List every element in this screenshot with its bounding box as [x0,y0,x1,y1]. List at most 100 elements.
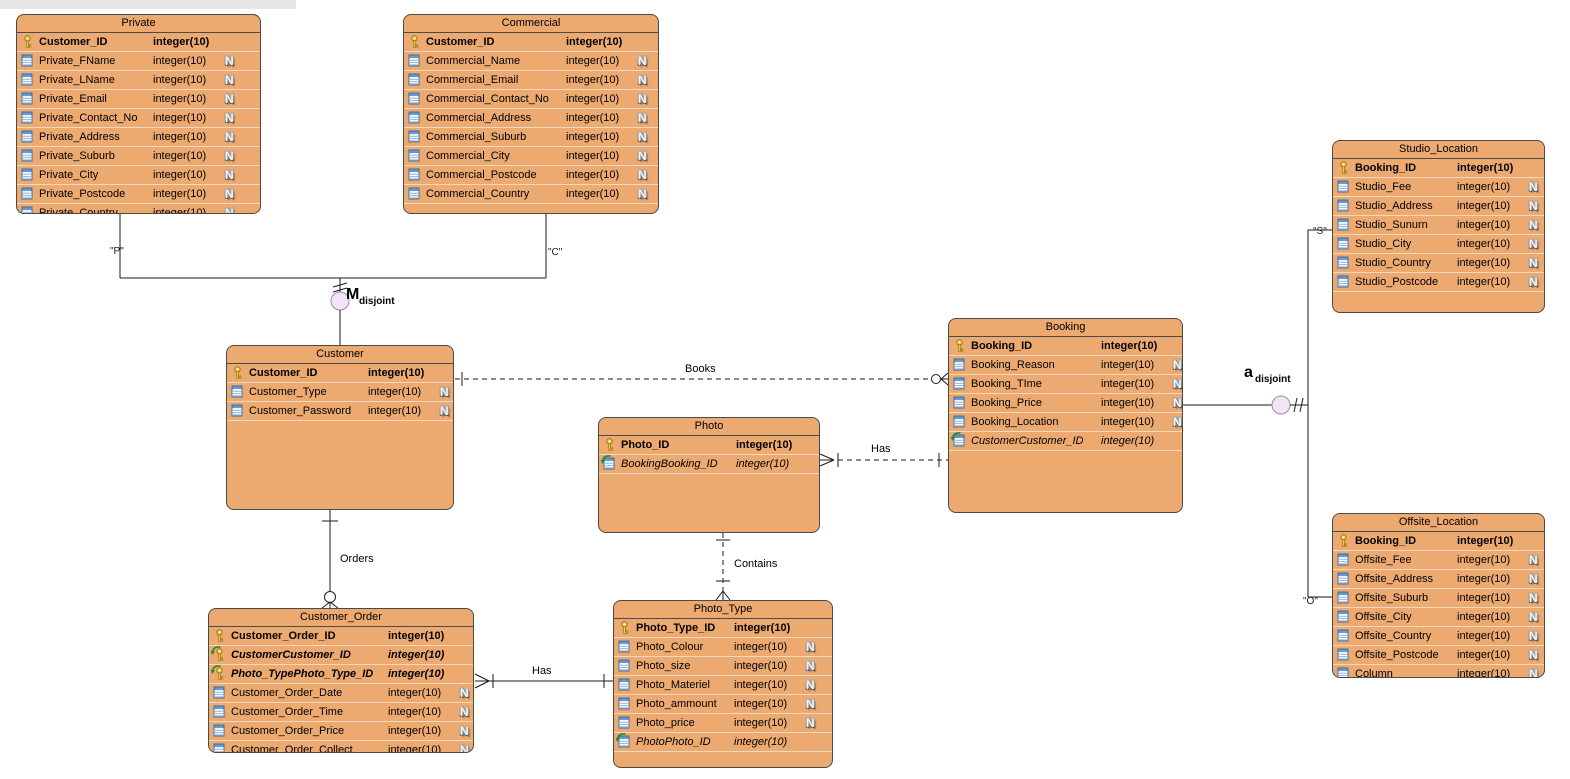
column-icon [21,149,35,163]
column-type: integer(10) [368,386,422,398]
table-title: Commercial [404,15,658,33]
relationship-books[interactable] [455,372,949,386]
table-title: Booking [949,319,1182,337]
double-tick-icon [1299,397,1304,413]
relationship-contains[interactable] [715,533,731,601]
nullable-badge: N [1529,553,1538,567]
column-type: integer(10) [153,207,207,214]
primary-key-icon [603,438,617,452]
column-icon [1337,275,1351,289]
column-name: Booking_TIme [971,378,1042,390]
relationship-category-booking[interactable] [1183,229,1332,598]
column-type: integer(10) [388,630,445,642]
column-name: Booking_Price [971,397,1042,409]
column-name: Studio_Sunurn [1355,219,1428,231]
relationship-has-photo-booking[interactable] [819,453,948,467]
column-type: integer(10) [388,668,445,680]
column-icon [953,377,967,391]
column-icon [231,404,245,418]
nullable-badge: N [225,92,234,106]
category-circle[interactable] [1271,395,1291,415]
column-icon [21,73,35,87]
nullable-badge: N [225,130,234,144]
relationship-has-order-phototype[interactable] [474,673,613,689]
relationship-label-has-order: Has [530,665,554,677]
column-name: Customer_Order_Price [231,725,345,737]
column-name: Booking_Location [971,416,1059,428]
table-title: Customer [227,346,453,364]
relationship-category-customer[interactable] [119,214,547,345]
column-name: Studio_Postcode [1355,276,1439,288]
relationship-orders[interactable] [321,510,339,609]
